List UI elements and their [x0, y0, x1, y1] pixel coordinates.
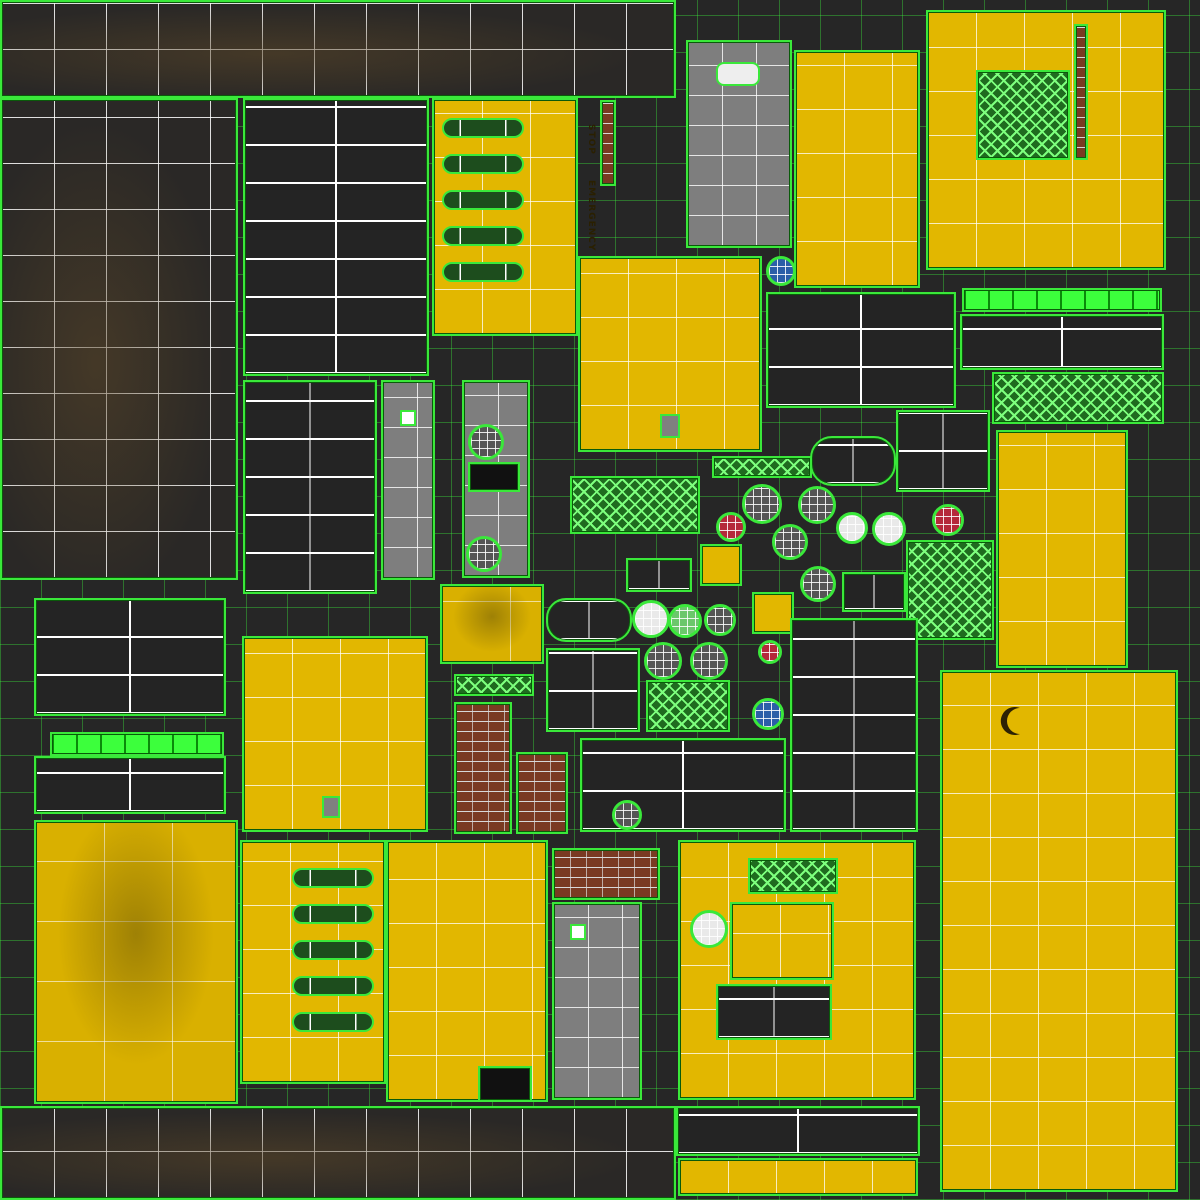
dark-panel-hatch — [580, 738, 786, 832]
slot-lower-1 — [292, 868, 374, 888]
dark-panel-right-lower — [790, 618, 918, 832]
dark-capsule-lower — [546, 598, 632, 642]
gray-panel-lower — [552, 902, 642, 1100]
brick-strip-top — [600, 100, 616, 186]
mesh-strip-right-top — [992, 372, 1164, 424]
white-dial-lower — [632, 600, 670, 638]
yellow-slots-panel-top — [432, 98, 578, 336]
dark-panel-mid-right — [896, 410, 990, 492]
slot-top-5 — [442, 262, 524, 282]
slot-lower-5 — [292, 1012, 374, 1032]
green-bar-left — [50, 732, 224, 756]
yellow-dirty-panel-left — [34, 820, 238, 1104]
slot-lower-2 — [292, 904, 374, 924]
dial-mid-2 — [466, 536, 502, 572]
green-bar-right — [962, 288, 1162, 312]
stop-label: STOP — [586, 124, 596, 155]
dark-panel-left-mid — [243, 380, 377, 594]
small-square-gray-lower — [570, 924, 586, 940]
yellow-inner-square — [730, 902, 834, 980]
dark-panel-left-lower — [34, 598, 226, 716]
black-slot-lower — [478, 1066, 532, 1102]
white-dial-cluster-2 — [872, 512, 906, 546]
yellow-small-square-2 — [752, 592, 794, 634]
dial-cluster-4 — [800, 566, 836, 602]
dial-cluster-2 — [798, 486, 836, 524]
slot-lower-4 — [292, 976, 374, 996]
dark-panel-center-lower — [546, 648, 640, 732]
blue-dial-lower — [752, 698, 784, 730]
dark-capsule-center — [810, 436, 896, 486]
blue-dial-top — [766, 256, 796, 286]
brick-panel-lower — [552, 848, 660, 900]
slot-top-1 — [442, 118, 524, 138]
dark-strip-right — [960, 314, 1164, 370]
dial-mid-1 — [468, 424, 504, 460]
dark-inner-panel — [716, 984, 832, 1040]
mesh-top-right — [976, 70, 1070, 160]
mesh-strip-lower — [646, 680, 730, 732]
dial-lower-2 — [644, 642, 682, 680]
green-dial-lower — [668, 604, 702, 638]
mesh-strip-center — [454, 674, 534, 696]
top-strip-left — [0, 0, 676, 98]
dark-panel-right-center — [766, 292, 956, 408]
small-square-gray-mid — [400, 410, 416, 426]
slot-top-3 — [442, 190, 524, 210]
brick-panel-center-1 — [454, 702, 512, 834]
yellow-panel-top-center — [794, 50, 920, 288]
white-dial-lower-center — [690, 910, 728, 948]
red-dial-right — [932, 504, 964, 536]
white-dial-cluster-1 — [836, 512, 868, 544]
mesh-panel-center — [570, 476, 700, 534]
yellow-panel-right-large — [940, 670, 1178, 1192]
mesh-strip-center-right — [712, 456, 812, 478]
dial-cluster-1 — [742, 484, 782, 524]
mesh-panel-right — [906, 540, 994, 640]
yellow-small-square-1 — [700, 544, 742, 586]
yellow-strip-bottom — [678, 1158, 918, 1196]
brick-strip-top-right — [1074, 24, 1088, 160]
latch-top — [716, 62, 760, 86]
emergency-label: EMERGENCY — [586, 180, 596, 252]
vent-grille-right — [842, 572, 906, 612]
dark-panel-top-center — [243, 98, 429, 376]
dial-hatch — [612, 800, 642, 830]
red-dial-cluster — [716, 512, 746, 542]
dial-lower-3 — [690, 642, 728, 680]
red-dial-lower — [758, 640, 782, 664]
dial-lower-1 — [704, 604, 736, 636]
dark-strip-left — [34, 756, 226, 814]
yellow-square-lower-center — [386, 840, 548, 1102]
slot-lower-3 — [292, 940, 374, 960]
dial-cluster-3 — [772, 524, 808, 560]
vent-grille-center — [626, 558, 692, 592]
small-latch-center — [660, 414, 680, 438]
slot-top-2 — [442, 154, 524, 174]
yellow-panel-right-mid — [996, 430, 1128, 668]
bottom-strip-right — [676, 1106, 920, 1156]
dark-panel-left-large — [0, 98, 238, 580]
mesh-lower-center — [748, 858, 838, 894]
brick-panel-center-2 — [516, 752, 568, 834]
black-slot-mid — [468, 462, 520, 492]
slot-top-4 — [442, 226, 524, 246]
crescent-smudge-icon — [1000, 707, 1020, 735]
bottom-strip-left — [0, 1106, 676, 1200]
small-latch-left — [322, 796, 340, 818]
yellow-dirty-square — [440, 584, 544, 664]
